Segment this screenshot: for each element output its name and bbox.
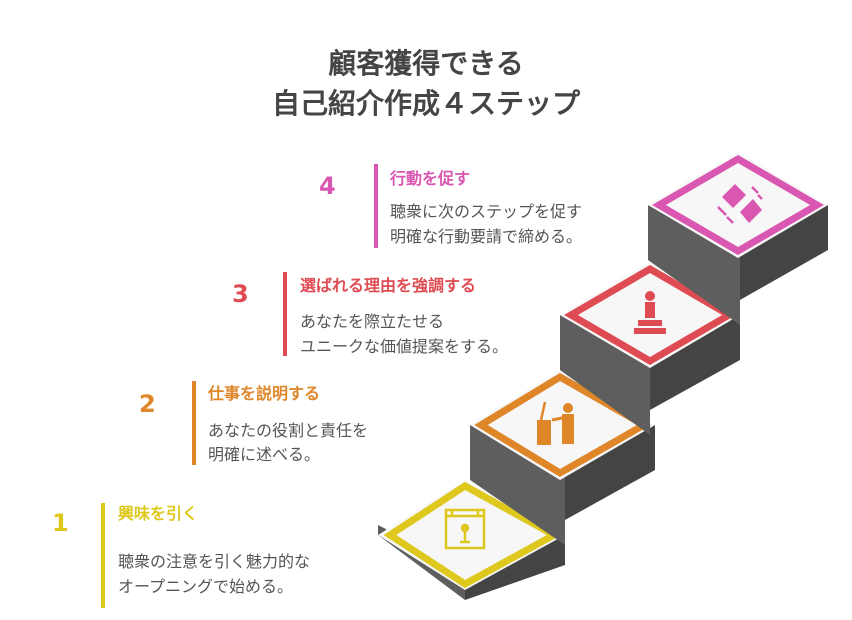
page-title: 顧客獲得できる 自己紹介作成４ステップ: [0, 44, 852, 124]
step-2-description-line-2: 明確に述べる。: [208, 445, 321, 464]
step-4-accent-bar: [374, 164, 378, 248]
step-3-description-line-1: あなたを際立たせる: [300, 312, 445, 331]
step-3-description-line-2: ユニークな価値提案をする。: [300, 337, 509, 356]
step-2-accent-bar: [192, 381, 196, 465]
handshake-icon: [717, 184, 763, 224]
step-1-accent-bar: [101, 503, 105, 608]
step-4-diamond: [652, 154, 824, 256]
step-2-description-line-1: あなたの役割と責任を: [208, 421, 369, 440]
step-3-number: 3: [232, 280, 249, 308]
title-line-2: 自己紹介作成４ステップ: [271, 87, 580, 120]
step-2-number: 2: [139, 390, 156, 418]
step-1-diamond: [383, 481, 562, 589]
step-3-accent-bar: [283, 272, 287, 356]
step-1-title: 興味を引く: [118, 504, 199, 523]
step-4-number: 4: [319, 172, 336, 200]
step-1-number: 1: [52, 509, 69, 537]
step-3-title: 選ばれる理由を強調する: [300, 276, 477, 295]
stair-step-1: [378, 480, 565, 600]
title-line-1: 顧客獲得できる: [328, 47, 524, 80]
step-4-description-line-2: 明確な行動要請で締める。: [390, 227, 583, 246]
step-4-title: 行動を促す: [390, 169, 471, 188]
step-3-diamond: [564, 264, 736, 366]
step-2-title: 仕事を説明する: [208, 384, 321, 403]
presenter-podium-icon: [537, 401, 574, 445]
step-1-description-line-2: オープニングで始める。: [118, 577, 294, 596]
person-on-pedestal-icon: [634, 291, 666, 334]
step-4-description-line-1: 聴衆に次のステップを促す: [390, 202, 583, 221]
stage-spotlight-icon: [444, 508, 486, 550]
step-1-description-line-1: 聴衆の注意を引く魅力的な: [118, 552, 311, 571]
stair-step-4: [648, 152, 828, 325]
